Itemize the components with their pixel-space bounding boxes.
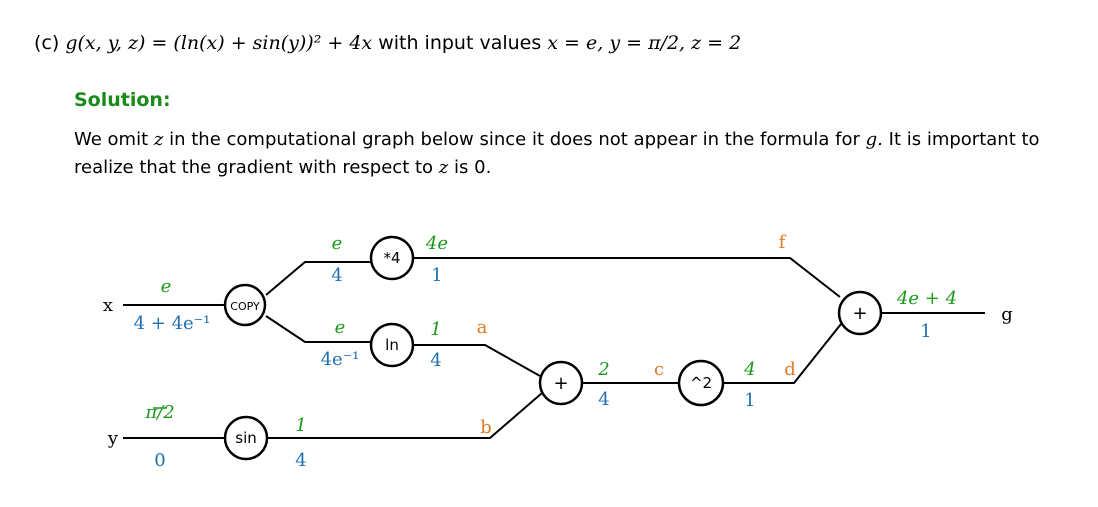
sin-forward-value: 1: [295, 415, 306, 436]
solution-text-1: We omit: [74, 129, 149, 150]
problem-statement: (c) g(x, y, z) = (ln(x) + sin(y))² + 4x …: [34, 32, 741, 54]
ln-backward-value: 4: [430, 350, 441, 371]
copy-mul-forward-value: e: [332, 233, 343, 254]
square-forward-value: 4: [743, 359, 755, 380]
plus-forward-value: 2: [597, 359, 609, 380]
square-node-label: ^2: [690, 374, 712, 392]
input-y-label: y: [107, 428, 119, 449]
x-backward-value: 4 + 4e⁻¹: [134, 313, 211, 334]
plus-node-2-label: +: [852, 303, 867, 324]
edge-name-f: f: [779, 232, 787, 253]
y-forward-value: π/2: [144, 402, 174, 423]
ln-node: [369, 322, 415, 368]
solution-heading: Solution:: [74, 89, 171, 111]
plus-node-2: [837, 290, 883, 336]
solution-text-2: in the computational graph below since i…: [169, 129, 860, 150]
edge-f: [413, 257, 841, 298]
solution-var-g: g.: [865, 129, 883, 150]
plus-node-1: [538, 360, 584, 406]
output-forward-value: 4e + 4: [896, 288, 957, 309]
copy-node: [223, 283, 267, 327]
edge-copy-mul: [265, 261, 371, 296]
edge-name-a: a: [477, 317, 488, 338]
square-node: [677, 359, 725, 407]
problem-inputs: x = e, y = π/2, z = 2: [547, 32, 742, 54]
ln-node-label: ln: [385, 336, 399, 354]
copy-node-label: COPY: [230, 300, 260, 313]
mul-forward-value: 4e: [425, 233, 448, 254]
edge-a: [413, 344, 541, 377]
edge-name-c: c: [654, 359, 664, 380]
solution-text-3: It is important to realize that the grad…: [74, 129, 1040, 178]
solution-var-z: z: [153, 129, 164, 150]
plus-node-1-label: +: [553, 373, 568, 394]
square-backward-value: 1: [744, 390, 755, 411]
mul4-node-label: *4: [383, 249, 400, 267]
problem-mid-text: with input values: [378, 32, 542, 54]
sin-node-label: sin: [235, 429, 257, 447]
x-forward-value: e: [161, 276, 172, 297]
solution-paragraph: We omit z in the computational graph bel…: [74, 126, 1064, 182]
solution-text-4: is 0.: [454, 157, 492, 178]
copy-ln-backward-value: 4e⁻¹: [321, 349, 360, 370]
sin-backward-value: 4: [295, 450, 306, 471]
edge-b: [267, 392, 543, 439]
copy-mul-backward-value: 4: [331, 265, 342, 286]
y-backward-value: 0: [154, 450, 165, 471]
edge-name-b: b: [480, 417, 492, 438]
plus-backward-value: 4: [598, 389, 609, 410]
sin-node: [223, 415, 269, 461]
mul4-node: [369, 235, 415, 281]
edge-name-d: d: [784, 359, 796, 380]
solution-var-z2: z: [438, 157, 449, 178]
problem-label: (c): [34, 32, 60, 54]
mul-backward-value: 1: [431, 265, 442, 286]
problem-formula: g(x, y, z) = (ln(x) + sin(y))² + 4x: [65, 32, 373, 54]
ln-forward-value: 1: [430, 319, 441, 340]
edge-d: [724, 323, 842, 384]
output-g-label: g: [1001, 304, 1013, 325]
copy-ln-forward-value: e: [335, 317, 346, 338]
input-x-label: x: [103, 295, 113, 316]
edge-copy-ln: [265, 315, 371, 343]
output-backward-value: 1: [920, 321, 931, 342]
